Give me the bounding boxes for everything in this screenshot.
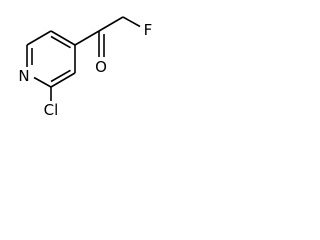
bond-ch2-f bbox=[122, 16, 141, 28]
bond-carbonyl-ch2 bbox=[98, 16, 124, 32]
ring-bond-c2-n bbox=[33, 76, 52, 88]
chemical-structure: N Cl O F bbox=[18, 16, 152, 119]
bond-c3-carbonyl bbox=[74, 30, 100, 46]
ring-bond-c6-c5 bbox=[26, 30, 52, 46]
atom-label-fluorine: F bbox=[144, 21, 153, 39]
ring-bond-c3-c2-inner bbox=[50, 69, 71, 83]
bond-layer bbox=[26, 16, 141, 101]
atom-label-oxygen: O bbox=[95, 58, 107, 76]
ring-bond-c5-c4-inner bbox=[50, 35, 71, 49]
ring-bond-c3-c2 bbox=[50, 72, 76, 88]
atom-label-nitrogen: N bbox=[18, 67, 29, 85]
atom-label-chlorine: Cl bbox=[44, 101, 59, 119]
ring-bond-c5-c4 bbox=[50, 30, 76, 46]
atom-label-layer: N Cl O F bbox=[18, 21, 152, 119]
